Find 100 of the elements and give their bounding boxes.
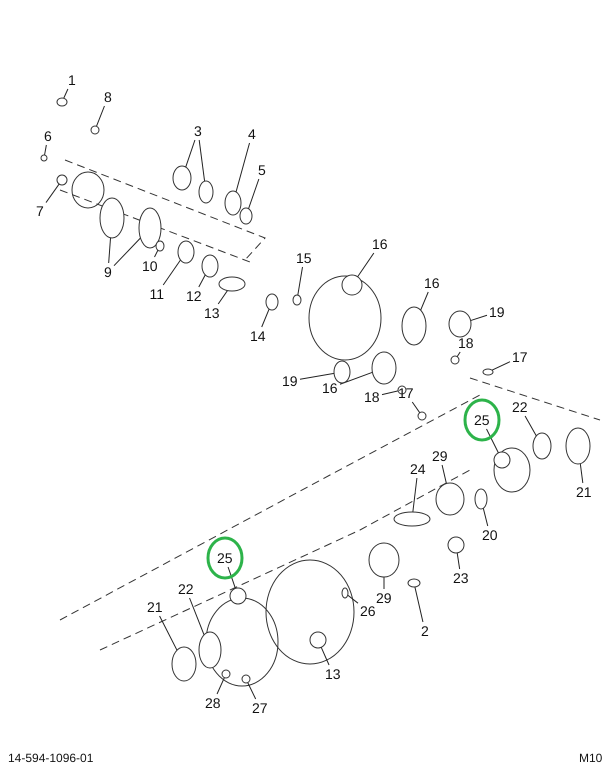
part-drawing [40, 154, 48, 162]
part-drawing [436, 482, 464, 516]
leader-line [162, 259, 181, 286]
callout-number: 26 [360, 603, 376, 619]
leader-line [580, 463, 584, 484]
part-drawing [172, 646, 196, 682]
part-drawing [292, 294, 302, 306]
part-drawing [202, 254, 218, 278]
leader-line [420, 292, 429, 311]
leader-line [347, 594, 358, 604]
leader-line [357, 252, 374, 278]
leader-line [247, 682, 256, 700]
callout-number: 13 [325, 666, 341, 682]
leader-line [261, 308, 270, 328]
callout-number: 21 [147, 599, 163, 615]
part-drawing [334, 360, 350, 384]
callout-number: 22 [178, 581, 194, 597]
part-drawing [532, 432, 552, 460]
leader-line [44, 144, 47, 156]
part-drawing [418, 412, 426, 420]
callout-number: 28 [205, 695, 221, 711]
part-drawing [408, 578, 420, 588]
part-drawing [222, 670, 230, 678]
part-drawing [342, 588, 348, 598]
callout-number: 19 [489, 304, 505, 320]
part-drawing [266, 294, 278, 310]
part-drawing [310, 632, 326, 648]
leader-line [189, 598, 205, 636]
leader-line [414, 586, 424, 622]
leader-line [297, 266, 303, 296]
leader-line [486, 428, 499, 454]
callout-number: 12 [186, 288, 202, 304]
leader-line [228, 566, 236, 589]
drawing-reference-text: 14-594-1096-01 [8, 751, 94, 765]
part-drawing [482, 368, 494, 376]
part-drawing [402, 306, 426, 346]
callout-number: 3 [194, 123, 202, 139]
leader-line [300, 372, 335, 380]
callout-number: 27 [252, 700, 268, 716]
part-drawing [138, 208, 162, 248]
leader-line [248, 178, 260, 210]
leader-line [114, 237, 141, 266]
leader-line [96, 106, 105, 127]
part-drawing [198, 632, 222, 668]
callout-number: 2 [421, 623, 429, 639]
leader-line [159, 616, 178, 651]
leader-line [46, 184, 60, 204]
part-drawing [100, 198, 124, 238]
callout-number: 9 [104, 264, 112, 280]
callout-number: 25 [474, 412, 490, 428]
part-drawing [218, 276, 246, 292]
part-drawing [368, 542, 400, 578]
leader-line [456, 352, 461, 358]
leader-line [412, 478, 418, 512]
part-drawing [240, 208, 252, 224]
part-drawing [450, 356, 460, 364]
part-drawing [198, 180, 214, 204]
part-drawing [156, 240, 164, 252]
callout-number: 10 [142, 258, 158, 274]
part-drawing [494, 452, 510, 468]
callout-number: 11 [150, 286, 164, 302]
part-drawing [178, 240, 194, 264]
part-drawing [90, 126, 100, 134]
callout-number: 24 [410, 461, 426, 477]
part-drawing [172, 166, 192, 190]
callout-number: 5 [258, 162, 266, 178]
part-drawing [224, 190, 242, 216]
leader-line [236, 142, 250, 192]
callout-number: 4 [248, 126, 256, 142]
leader-line [470, 314, 488, 322]
callout-number: 29 [432, 448, 448, 464]
callout-number: 6 [44, 128, 52, 144]
callout-number: 22 [512, 399, 528, 415]
part-drawing [230, 588, 246, 604]
callout-number: 29 [376, 590, 392, 606]
part-drawing [448, 310, 472, 338]
leader-line [320, 646, 330, 666]
callout-number: 16 [322, 380, 338, 396]
callout-number: 13 [204, 305, 220, 321]
callout-number: 17 [398, 385, 414, 401]
callout-number: 23 [453, 570, 469, 586]
part-drawing [242, 674, 250, 684]
part-drawing [56, 98, 68, 106]
leader-line [216, 677, 225, 694]
part-drawing [474, 488, 488, 510]
callout-number: 18 [364, 389, 380, 405]
callout-number: 21 [576, 484, 592, 500]
leader-line [482, 508, 488, 526]
callout-number: 17 [512, 349, 528, 365]
leader-line [382, 390, 399, 396]
callout-number: 8 [104, 89, 112, 105]
callout-number: 14 [250, 328, 266, 344]
callout-number: 16 [424, 275, 440, 291]
leader-line [442, 464, 447, 484]
callout-number: 20 [482, 527, 498, 543]
leader-line [456, 552, 460, 570]
drawing-reference-text: M10 [579, 751, 602, 765]
leader-line [108, 237, 112, 264]
leader-line [185, 140, 196, 168]
part-drawing [372, 352, 396, 384]
